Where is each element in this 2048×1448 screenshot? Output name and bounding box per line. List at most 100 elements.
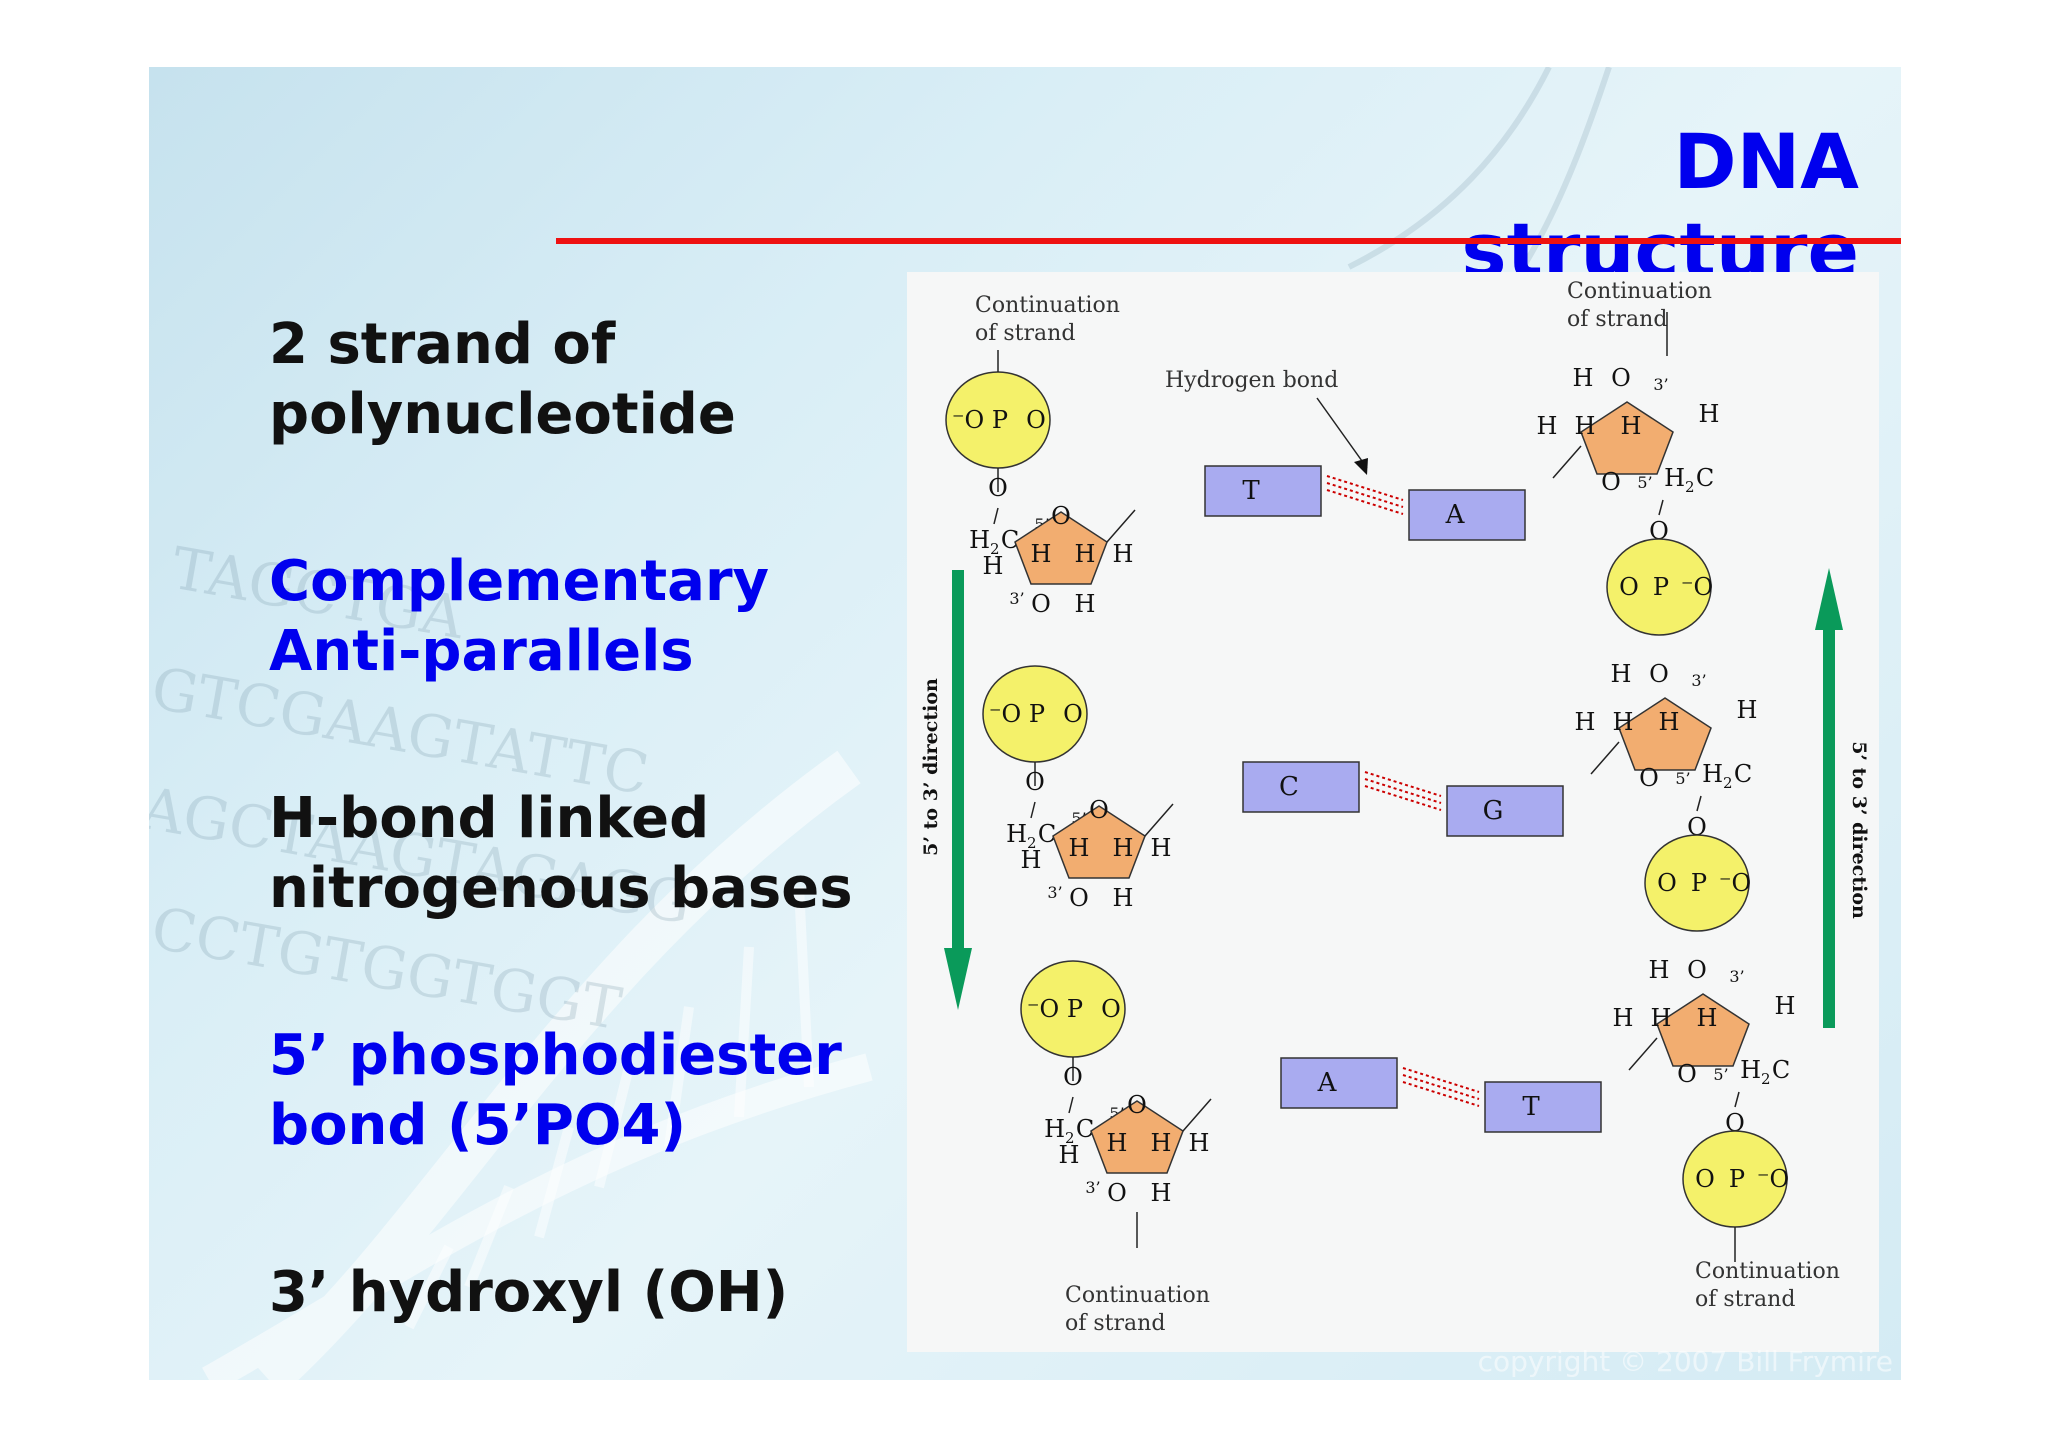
dna-helix-background: TAGCTGA GTCGAAGTATTC AGCTAAGTAGAGG CCTGT… bbox=[149, 67, 1612, 1380]
left-three-prime-1: 3’ bbox=[1009, 589, 1024, 608]
left-ester-o-2: O bbox=[1025, 768, 1045, 796]
copyright-notice: copyright © 2007 Bill Frymire bbox=[1477, 1345, 1893, 1378]
hydrogen-bond-3-2 bbox=[1402, 1081, 1480, 1107]
left-h2c-sub-3: 2 bbox=[1065, 1129, 1075, 1147]
right-base-3-label: T bbox=[1522, 1092, 1540, 1122]
left-sugar-h5-3: H bbox=[1151, 1179, 1172, 1207]
right-direction-label: 5’ to 3’ direction bbox=[1848, 741, 1870, 919]
left-o-c-bond-2 bbox=[1030, 801, 1036, 819]
left-base-2-label: C bbox=[1279, 772, 1299, 802]
right-top-o-3: O bbox=[1687, 956, 1707, 984]
right-ester-o-3: O bbox=[1725, 1109, 1745, 1137]
right-h2c-c-2: C bbox=[1734, 760, 1752, 788]
right-sugar-h3-2: H bbox=[1575, 708, 1596, 736]
right-h2c-h-1: H bbox=[1664, 464, 1685, 492]
left-o-c-bond-3 bbox=[1068, 1096, 1074, 1114]
left-sugar-h3-2: H bbox=[1151, 834, 1172, 862]
hydrogen-bond-label: Hydrogen bond bbox=[1165, 368, 1338, 393]
right-phosphate-2-right-label: ⁻O bbox=[1719, 869, 1751, 897]
left-h2c-h-2: H bbox=[1006, 820, 1027, 848]
right-sugar-h4-2: H bbox=[1737, 696, 1758, 724]
left-sugar-h3-1: H bbox=[1113, 540, 1134, 568]
hydrogen-bond-3-0 bbox=[1402, 1067, 1480, 1093]
left-h2c-sub-2: 2 bbox=[1027, 834, 1037, 852]
left-h2c-h-1: H bbox=[969, 526, 990, 554]
continuation-bottom-right-line2: of strand bbox=[1695, 1287, 1795, 1312]
hydrogen-bond-2-1 bbox=[1364, 778, 1442, 804]
left-phosphate-1-p-label: P bbox=[992, 406, 1008, 434]
left-phosphate-2-right-label: O bbox=[1063, 700, 1083, 728]
right-sugar-1 bbox=[1580, 401, 1674, 475]
left-phosphate-2-left-label: ⁻O bbox=[989, 700, 1021, 728]
right-top-o-1: O bbox=[1611, 364, 1631, 392]
left-base-3 bbox=[1280, 1057, 1398, 1109]
left-h2c-c-1: C bbox=[1001, 526, 1019, 554]
continuation-top-left-line1: Continuation bbox=[975, 293, 1120, 318]
title-underline bbox=[556, 238, 1901, 244]
hydrogen-bond-2-2 bbox=[1364, 785, 1442, 811]
left-ester-o-3: O bbox=[1063, 1063, 1083, 1091]
right-phosphate-2 bbox=[1644, 834, 1750, 932]
right-sugar-h2-3: H bbox=[1697, 1004, 1718, 1032]
left-ring-o-3: O bbox=[1127, 1091, 1147, 1119]
dna-structure-diagram: ⁻OPOOH2C5’OHHHH3’OH⁻OPOOH2C5’OHHHH3’OH⁻O… bbox=[907, 272, 1879, 1352]
left-sugar-h3-3: H bbox=[1189, 1129, 1210, 1157]
left-sugar-base-link-1 bbox=[1106, 509, 1136, 543]
left-sugar-base-link-2 bbox=[1144, 803, 1174, 837]
hydrogen-bond-1-2 bbox=[1326, 489, 1404, 515]
right-base-1 bbox=[1408, 489, 1526, 541]
right-sugar-h1-2: H bbox=[1613, 708, 1634, 736]
right-sugar-h4-3: H bbox=[1775, 992, 1796, 1020]
left-sugar-base-link-3 bbox=[1182, 1098, 1212, 1132]
right-base-2-label: G bbox=[1483, 796, 1504, 826]
continuation-bottom-left-line1: Continuation bbox=[1065, 1283, 1210, 1308]
left-ring-o-2: O bbox=[1089, 796, 1109, 824]
hydrogen-bond-3-1 bbox=[1402, 1074, 1480, 1100]
right-top-h-3: H bbox=[1649, 956, 1670, 984]
right-direction-arrow-head bbox=[1815, 568, 1843, 630]
right-sugar-2 bbox=[1618, 697, 1712, 771]
right-sugar-3 bbox=[1656, 993, 1750, 1067]
bullet-phosphodiester: 5’ phosphodiester bond (5’PO4) bbox=[269, 1023, 842, 1158]
right-c-o-bond-3 bbox=[1734, 1091, 1740, 1108]
right-sugar-h2-2: H bbox=[1659, 708, 1680, 736]
left-sugar-h5-2: H bbox=[1113, 884, 1134, 912]
left-sugar-h5-1: H bbox=[1075, 590, 1096, 618]
left-three-o-2: O bbox=[1069, 884, 1089, 912]
left-direction-arrow-head bbox=[944, 948, 972, 1010]
right-three-prime-1: 3’ bbox=[1653, 375, 1668, 394]
left-three-o-3: O bbox=[1107, 1179, 1127, 1207]
right-top-o-2: O bbox=[1649, 660, 1669, 688]
continuation-top-right-line2: of strand bbox=[1567, 307, 1667, 332]
right-phosphate-2-p-label: P bbox=[1691, 869, 1707, 897]
slide: TAGCTGA GTCGAAGTATTC AGCTAAGTAGAGG CCTGT… bbox=[149, 67, 1901, 1380]
right-phosphate-3-p-label: P bbox=[1729, 1165, 1745, 1193]
hydrogen-bond-pointer bbox=[1316, 397, 1368, 469]
bullet-two-strands: 2 strand of polynucleotide bbox=[269, 312, 736, 447]
right-three-prime-2: 3’ bbox=[1691, 671, 1706, 690]
right-ring-o-2: O bbox=[1639, 764, 1659, 792]
left-phosphate-3-right-label: O bbox=[1101, 995, 1121, 1023]
left-o-c-bond-1 bbox=[993, 507, 999, 525]
right-base-2 bbox=[1446, 785, 1564, 837]
left-three-prime-3: 3’ bbox=[1085, 1178, 1100, 1197]
bullet-hydroxyl: 3’ hydroxyl (OH) bbox=[269, 1260, 789, 1325]
right-ring-o-3: O bbox=[1677, 1060, 1697, 1088]
right-sugar-base-link-2 bbox=[1590, 741, 1620, 775]
left-sugar-h2-2: H bbox=[1113, 834, 1134, 862]
left-sugar-h2-3: H bbox=[1151, 1129, 1172, 1157]
left-sugar-h1-1: H bbox=[1031, 540, 1052, 568]
right-h2c-h-2: H bbox=[1702, 760, 1723, 788]
left-base-3-label: A bbox=[1317, 1068, 1338, 1098]
right-sugar-base-link-1 bbox=[1552, 445, 1582, 479]
hydrogen-bond-pointer-head bbox=[1354, 458, 1368, 475]
left-h2c-c-2: C bbox=[1038, 820, 1056, 848]
continuation-bottom-right-line1: Continuation bbox=[1695, 1259, 1840, 1284]
left-direction-label: 5’ to 3’ direction bbox=[920, 678, 942, 856]
left-sugar-h4-3: H bbox=[1059, 1141, 1080, 1169]
continuation-top-left-line2: of strand bbox=[975, 321, 1075, 346]
right-h2c-c-3: C bbox=[1772, 1056, 1790, 1084]
right-phosphate-1 bbox=[1606, 538, 1712, 636]
right-c-o-bond-2 bbox=[1696, 795, 1702, 812]
right-phosphate-3-left-label: O bbox=[1695, 1165, 1715, 1193]
